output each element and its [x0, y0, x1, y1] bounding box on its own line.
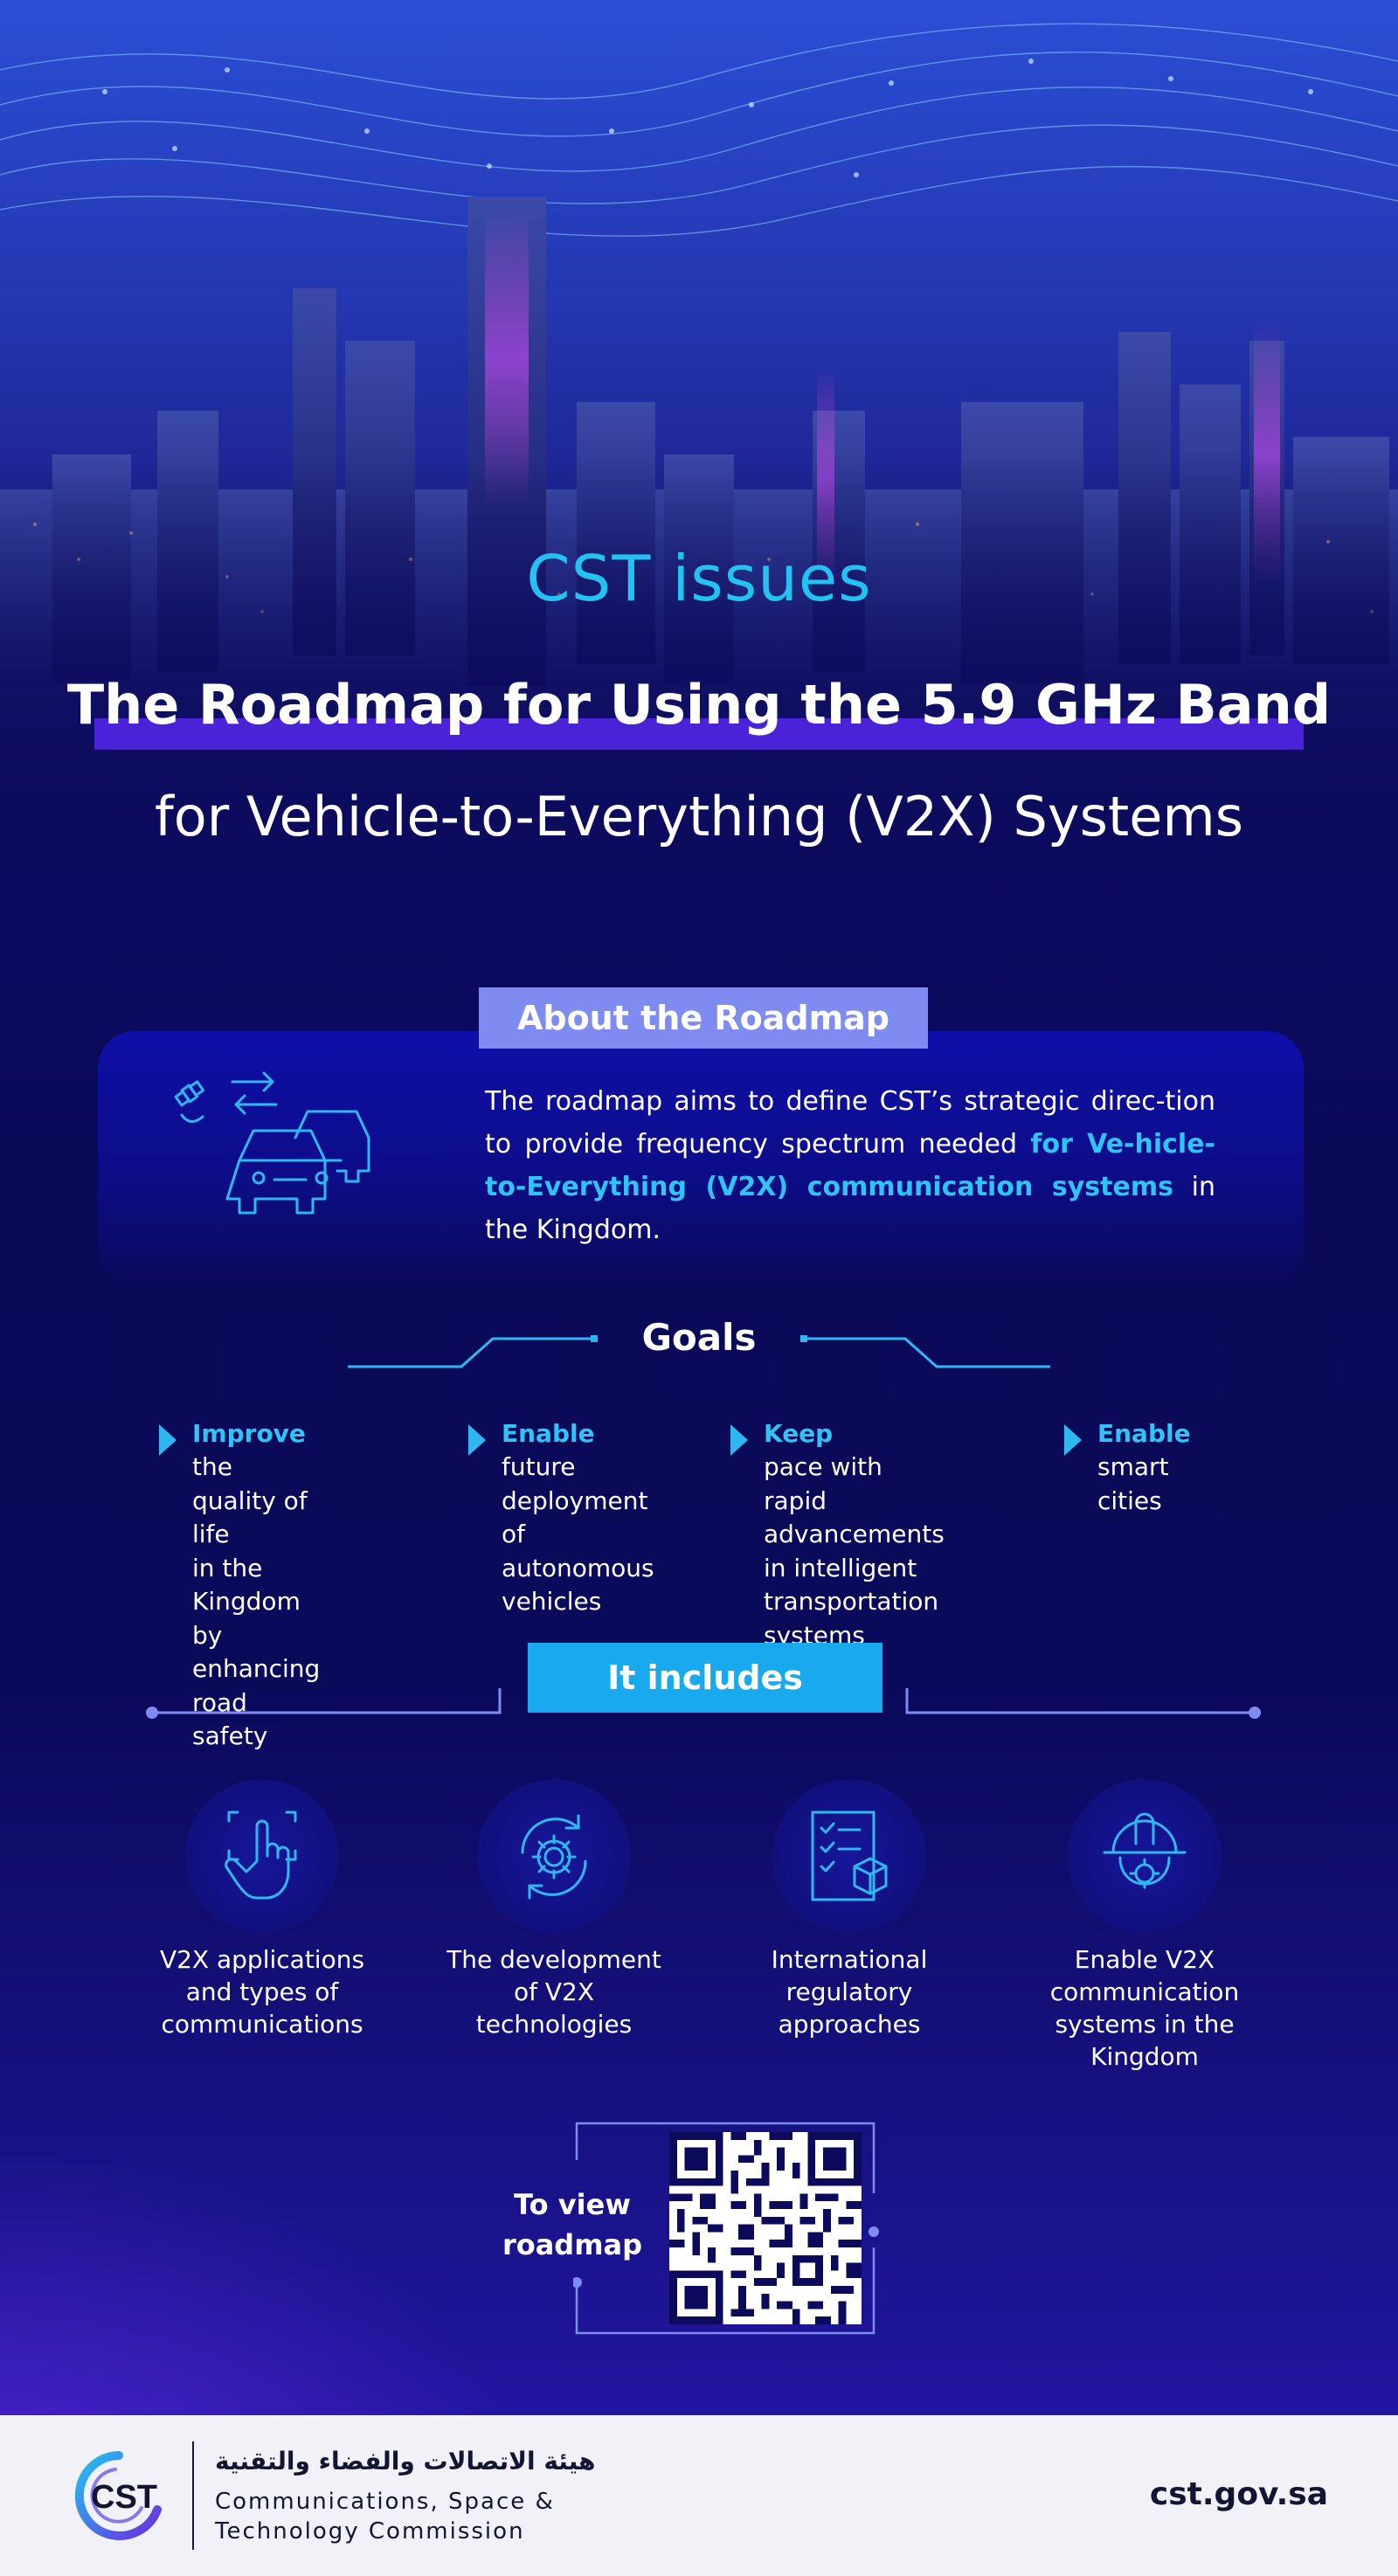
about-description: The roadmap aims to define CST’s strateg… [485, 1086, 1215, 1245]
about-highlight: for Ve-hicle-to-Everything (V2X) communi… [485, 1129, 1215, 1202]
goal-heading: Enable [1097, 1419, 1191, 1448]
hero-fade-overlay [0, 454, 1398, 874]
includes-label: International regulatory approaches [771, 1945, 928, 2039]
includes-item-applications: V2X applications and types of communicat… [140, 1779, 384, 2040]
qr-frame-lines [573, 2122, 879, 2335]
goal-body: pace with rapid advancements in intellig… [764, 1452, 945, 1650]
logo-letters: CST [91, 2479, 157, 2516]
cst-logo[interactable]: CST [75, 2450, 180, 2541]
org-name-english-line2: Technology Commission [215, 2518, 525, 2545]
hero-city-image [0, 0, 1398, 874]
gear-cycle-icon [521, 1814, 587, 1900]
satellite-cars-icon [174, 1071, 370, 1215]
website-link[interactable]: cst.gov.sa [1149, 2476, 1328, 2512]
about-section-tag: About the Roadmap [479, 987, 928, 1049]
page-title: The Roadmap for Using the 5.9 GHz Band [63, 673, 1335, 737]
qr-label: To view roadmap [502, 2188, 643, 2261]
includes-item-regulatory: International regulatory approaches [727, 1779, 972, 2040]
org-name-english-line1: Communications, Space & [215, 2489, 555, 2515]
page-subtitle: for Vehicle-to-Everything (V2X) Systems [154, 785, 1244, 848]
footer: CST هيئة الاتصالات والفضاء والتقنية Comm… [0, 2415, 1398, 2576]
checklist-box-icon [811, 1811, 888, 1901]
includes-label: The development of V2X technologies [446, 1945, 661, 2039]
includes-label: Enable V2X communication systems in the … [1049, 1945, 1240, 2071]
play-arrow-icon [468, 1424, 486, 1456]
icon-circle [185, 1779, 339, 1933]
helmet-gear-icon [1103, 1812, 1187, 1889]
play-arrow-icon [730, 1424, 748, 1456]
goals-divider-lines [348, 1335, 1050, 1368]
icon-circle [772, 1779, 926, 1933]
includes-item-technologies: The development of V2X technologies [432, 1779, 676, 2040]
goal-body: smart cities [1097, 1452, 1169, 1515]
includes-section-tag: It includes [528, 1643, 882, 1713]
goals-title: Goals [641, 1316, 757, 1359]
includes-item-enable-v2x: Enable V2X communication systems in the … [1022, 1779, 1267, 2073]
goal-body: the quality of life in the Kingdom by en… [192, 1452, 321, 1750]
title-wrap: The Roadmap for Using the 5.9 GHz Band [0, 673, 1398, 737]
footer-divider [192, 2441, 194, 2550]
play-arrow-icon [1064, 1424, 1082, 1456]
goal-heading: Enable [502, 1419, 595, 1448]
goal-heading: Improve [192, 1419, 306, 1448]
about-card [98, 1031, 1304, 1285]
includes-divider-lines [146, 1688, 1261, 1719]
org-name-arabic: هيئة الاتصالات والفضاء والتقنية [215, 2447, 596, 2476]
play-arrow-icon [159, 1424, 176, 1456]
icon-circle [1068, 1779, 1222, 1933]
kicker-text: CST issues [526, 542, 872, 615]
icon-circle [477, 1779, 631, 1933]
goal-heading: Keep [764, 1419, 834, 1448]
includes-label: V2X applications and types of communicat… [159, 1945, 365, 2039]
goal-body: future deployment of autonomous vehicles [502, 1452, 654, 1616]
qr-code[interactable] [669, 2132, 862, 2324]
touch-hand-icon [225, 1811, 297, 1900]
